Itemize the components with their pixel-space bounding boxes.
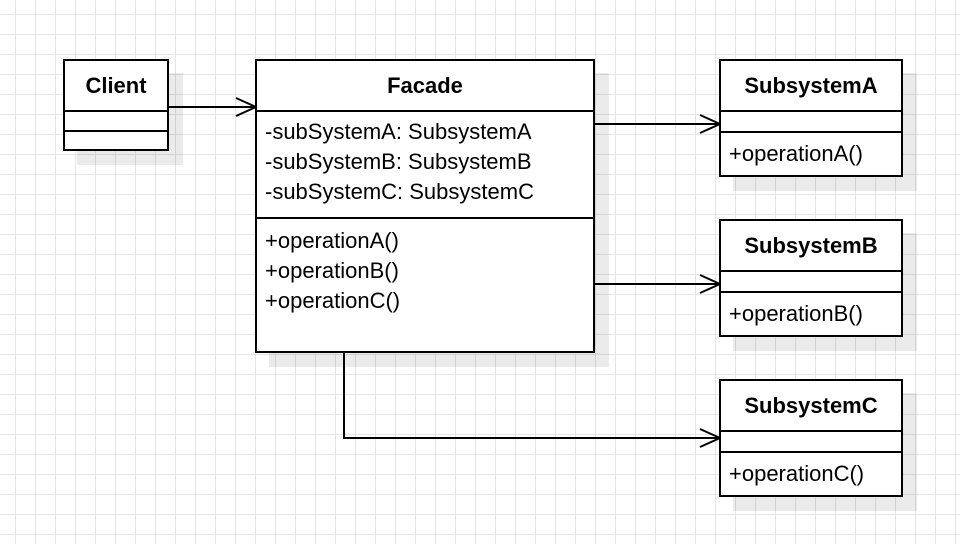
class-subsystem-a-name: SubsystemA	[721, 61, 901, 112]
class-facade-operations: +operationA() +operationB() +operationC(…	[257, 219, 593, 351]
facade-operation: +operationA()	[265, 228, 399, 253]
class-facade-name: Facade	[257, 61, 593, 112]
class-client[interactable]: Client	[63, 59, 169, 151]
class-facade[interactable]: Facade -subSystemA: SubsystemA -subSyste…	[255, 59, 595, 353]
class-subsystem-b-operations: +operationB()	[721, 293, 901, 335]
class-subsystem-a-operations: +operationA()	[721, 133, 901, 175]
class-client-attributes	[65, 112, 167, 132]
facade-operation: +operationC()	[265, 288, 401, 313]
association-facade-subsystem-c[interactable]	[343, 352, 723, 448]
class-subsystem-c-name: SubsystemC	[721, 381, 901, 432]
class-subsystem-b-attributes	[721, 272, 901, 293]
facade-operation: +operationB()	[265, 258, 399, 283]
subsystem-a-operation: +operationA()	[729, 141, 863, 166]
facade-attribute: -subSystemA: SubsystemA	[265, 119, 532, 144]
class-client-name: Client	[65, 61, 167, 112]
facade-attribute: -subSystemB: SubsystemB	[265, 149, 532, 174]
association-facade-subsystem-a[interactable]	[594, 114, 723, 134]
subsystem-b-operation: +operationB()	[729, 301, 863, 326]
class-subsystem-a-attributes	[721, 112, 901, 133]
class-subsystem-b-name: SubsystemB	[721, 221, 901, 272]
class-subsystem-c-operations: +operationC()	[721, 453, 901, 495]
facade-attribute: -subSystemC: SubsystemC	[265, 179, 534, 204]
class-facade-attributes: -subSystemA: SubsystemA -subSystemB: Sub…	[257, 112, 593, 219]
class-subsystem-b[interactable]: SubsystemB +operationB()	[719, 219, 903, 337]
class-client-operations	[65, 132, 167, 149]
association-client-facade[interactable]	[168, 97, 259, 117]
subsystem-c-operation: +operationC()	[729, 461, 865, 486]
association-facade-subsystem-b[interactable]	[594, 274, 723, 294]
class-subsystem-c[interactable]: SubsystemC +operationC()	[719, 379, 903, 497]
class-subsystem-a[interactable]: SubsystemA +operationA()	[719, 59, 903, 177]
class-subsystem-c-attributes	[721, 432, 901, 453]
